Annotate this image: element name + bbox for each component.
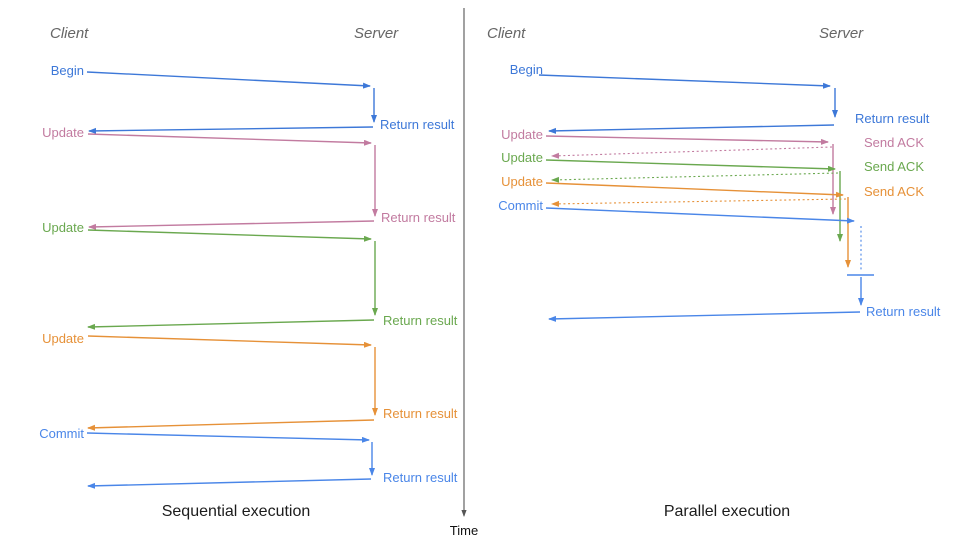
ack-dotted-arrow	[551, 146, 833, 159]
seq-commit-exchange	[86, 432, 375, 489]
seq-update3-exchange	[87, 335, 378, 431]
seq-update2-exchange	[87, 229, 378, 330]
response-arrow	[87, 319, 375, 330]
seq-return-result-5: Return result	[383, 470, 458, 485]
seq-update1-exchange	[87, 133, 378, 230]
seq-return-result-4: Return result	[383, 406, 458, 421]
par-update3-label: Update	[501, 174, 543, 189]
par-client-header: Client	[487, 25, 526, 42]
response-arrow	[548, 124, 835, 134]
request-arrow	[545, 182, 844, 198]
seq-commit-label: Commit	[39, 426, 84, 441]
request-arrow	[545, 207, 855, 224]
seq-caption: Sequential execution	[161, 503, 311, 520]
par-send-ack-3: Send ACK	[864, 184, 924, 199]
par-caption: Parallel execution	[663, 503, 791, 520]
response-arrow	[88, 220, 375, 230]
seq-return-result-2: Return result	[381, 210, 456, 225]
request-arrow	[87, 133, 372, 146]
response-arrow	[548, 311, 861, 322]
par-return-result-2: Return result	[866, 304, 941, 319]
request-arrow	[545, 135, 829, 145]
par-commit-label: Commit	[498, 198, 543, 213]
par-send-ack-2: Send ACK	[864, 159, 924, 174]
seq-update1-label: Update	[42, 125, 84, 140]
seq-client-header: Client	[50, 25, 89, 42]
seq-server-header: Server	[354, 25, 399, 42]
par-server-header: Server	[819, 25, 864, 42]
request-arrow	[87, 335, 372, 348]
par-update1-exchange	[545, 135, 836, 215]
par-arrows	[538, 74, 874, 322]
par-send-ack-1: Send ACK	[864, 135, 924, 150]
seq-begin-label: Begin	[50, 63, 84, 78]
seq-arrows	[86, 71, 378, 489]
seq-return-result-3: Return result	[383, 313, 458, 328]
response-arrow	[87, 419, 375, 431]
par-begin-label: Begin	[509, 62, 543, 77]
time-axis-label: Time	[449, 523, 479, 538]
seq-update3-label: Update	[42, 331, 84, 346]
seq-return-result-1: Return result	[380, 117, 455, 132]
par-begin-exchange	[538, 74, 838, 134]
ack-dotted-arrow	[551, 172, 839, 183]
request-arrow	[545, 159, 836, 172]
request-arrow	[538, 74, 831, 89]
par-commit-exchange	[545, 207, 874, 322]
response-arrow	[87, 478, 372, 489]
par-update2-label: Update	[501, 150, 543, 165]
par-update1-label: Update	[501, 127, 543, 142]
response-arrow	[88, 126, 374, 134]
request-arrow	[86, 432, 370, 443]
seq-begin-exchange	[86, 71, 377, 134]
seq-update2-label: Update	[42, 220, 84, 235]
ack-dotted-arrow	[551, 198, 847, 207]
par-return-result-1: Return result	[855, 111, 930, 126]
request-arrow	[87, 229, 372, 242]
request-arrow	[86, 71, 371, 89]
par-update2-exchange	[545, 159, 843, 242]
par-update3-exchange	[545, 182, 851, 268]
